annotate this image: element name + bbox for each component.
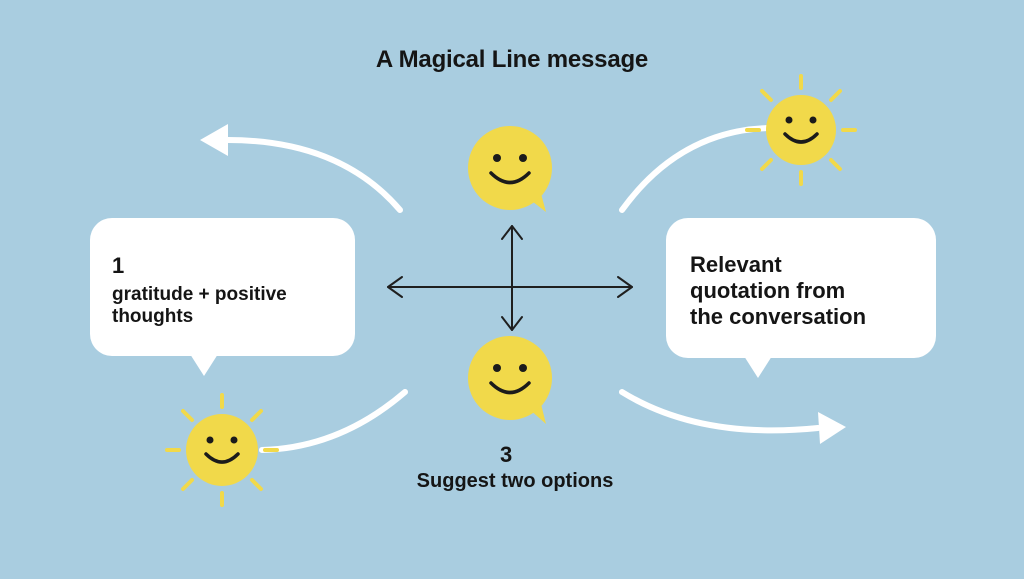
bottom-right-curved-arrow (619, 389, 846, 444)
top-right-sun-icon (745, 74, 857, 186)
left-speech-bubble: 1 gratitude + positive thoughts (90, 218, 355, 356)
center-cross-arrows (387, 225, 633, 331)
bottom-step-number: 3 (500, 442, 513, 467)
left-step-text-line1: gratitude + positive (112, 284, 287, 305)
right-step-text-line3: the conversation (690, 304, 867, 329)
bottom-left-sun-icon (165, 393, 279, 507)
right-speech-bubble: Relevant quotation from the conversation (666, 218, 936, 358)
bottom-step-label: Suggest two options (416, 470, 614, 492)
left-step-number: 1 (112, 253, 125, 278)
right-bubble-tail (744, 356, 772, 378)
bottom-left-curved-line (259, 389, 408, 453)
left-step-text-line2: thoughts (112, 306, 194, 327)
left-bubble-tail (190, 354, 218, 376)
diagram-title: A Magical Line message (375, 46, 649, 73)
bottom-smiley-bubble-icon (468, 336, 552, 424)
top-smiley-bubble-icon (468, 126, 552, 212)
right-step-text-line2: quotation from (690, 278, 846, 303)
top-left-curved-arrow (200, 124, 403, 213)
right-step-text-line1: Relevant (690, 252, 782, 277)
